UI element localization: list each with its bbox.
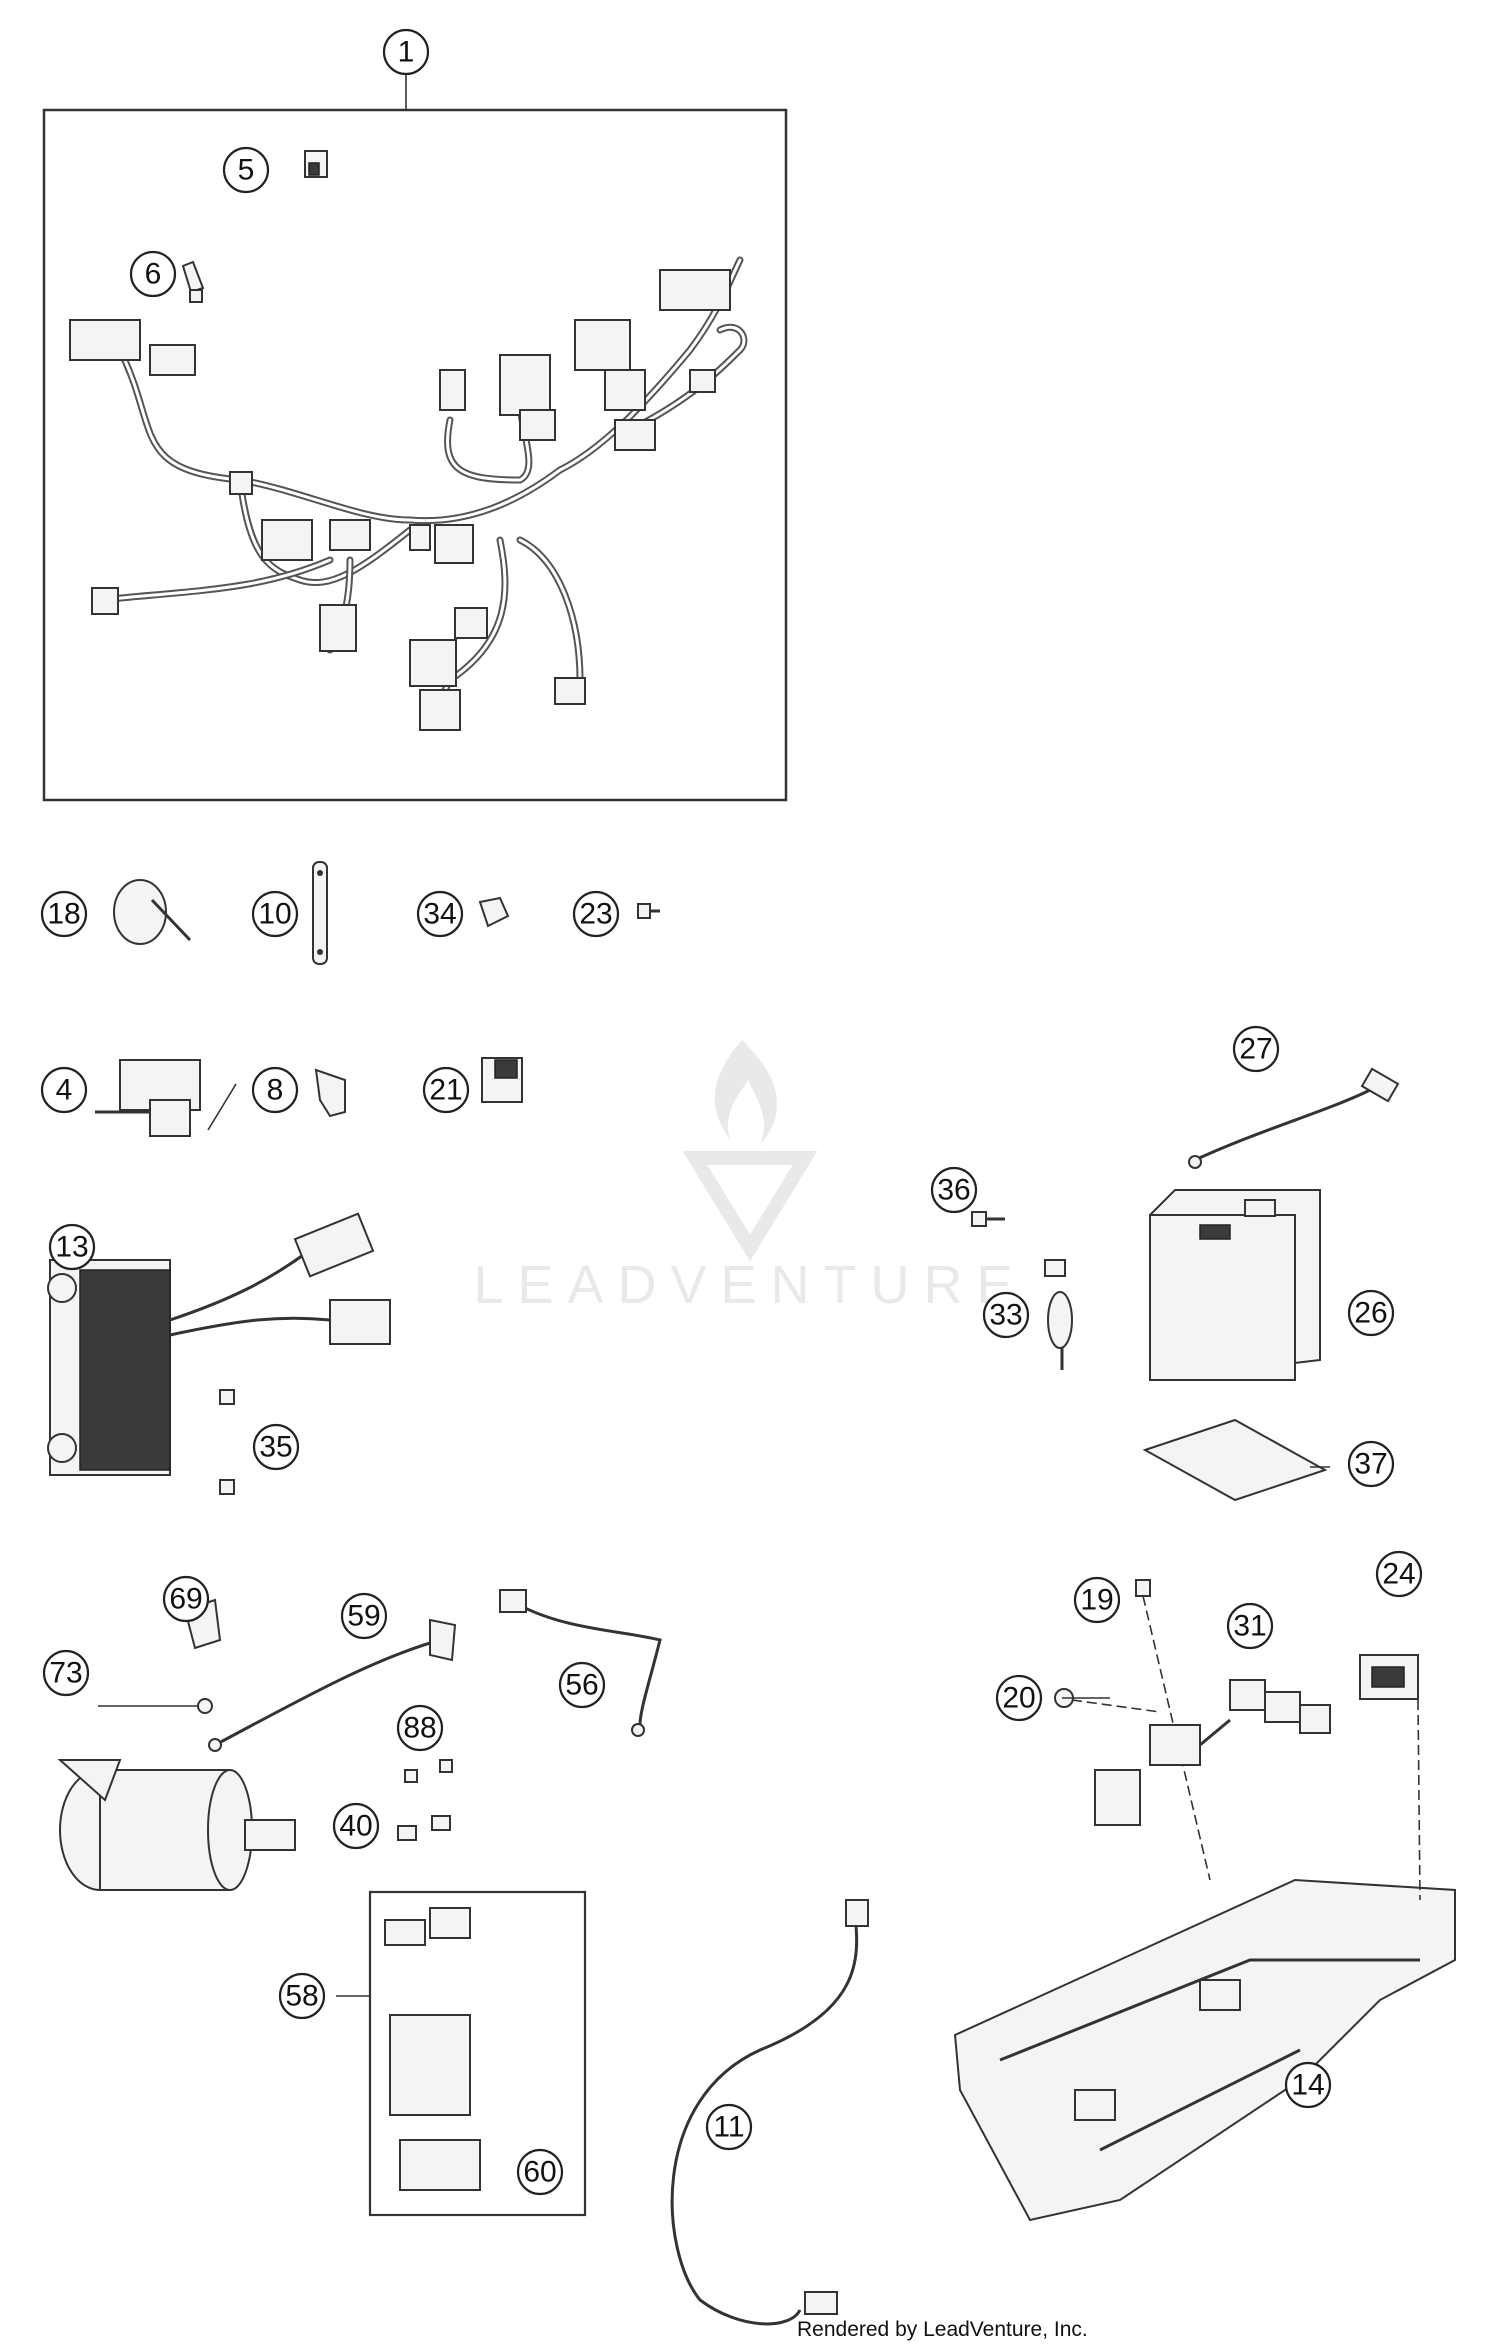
svg-text:8: 8 xyxy=(267,1074,284,1107)
battery-bolt-icon xyxy=(971,1211,1005,1227)
svg-text:13: 13 xyxy=(55,1231,88,1264)
svg-text:36: 36 xyxy=(937,1174,970,1207)
wiring-harness-drawing xyxy=(69,256,748,731)
svg-text:73: 73 xyxy=(49,1657,82,1690)
svg-text:56: 56 xyxy=(565,1669,598,1702)
screw-small-icon xyxy=(404,1759,453,1783)
svg-text:59: 59 xyxy=(347,1600,380,1633)
svg-text:26: 26 xyxy=(1354,1297,1387,1330)
svg-text:33: 33 xyxy=(989,1299,1022,1332)
battery-holder-icon xyxy=(953,1878,1456,2222)
svg-text:35: 35 xyxy=(259,1431,292,1464)
callout-88: 88 xyxy=(396,1704,444,1752)
svg-text:88: 88 xyxy=(403,1712,436,1745)
callout-40: 40 xyxy=(332,1802,380,1850)
callout-4: 4 xyxy=(40,1066,88,1114)
callout-21: 21 xyxy=(422,1066,470,1114)
watermark-logo: LEADVENTURE xyxy=(473,1040,1026,1315)
callout-23: 23 xyxy=(572,890,620,938)
callout-19: 19 xyxy=(1073,1576,1121,1624)
callout-69: 69 xyxy=(162,1575,210,1623)
svg-text:21: 21 xyxy=(429,1074,462,1107)
svg-text:69: 69 xyxy=(169,1583,202,1616)
callout-37: 37 xyxy=(1347,1440,1395,1488)
callout-33: 33 xyxy=(982,1291,1030,1339)
starter-cable-icon xyxy=(208,1618,457,1752)
callout-1: 1 xyxy=(382,28,430,76)
plug-icon xyxy=(181,260,205,303)
relay-bracket-icon xyxy=(1094,1679,1331,1826)
screw-icon xyxy=(637,903,660,919)
fuse-icon xyxy=(304,150,328,178)
callout-10: 10 xyxy=(251,890,299,938)
callout-31: 31 xyxy=(1226,1602,1274,1650)
footer-credit: Rendered by LeadVenture, Inc. xyxy=(797,2318,1088,2341)
washer-icon xyxy=(1054,1688,1161,1713)
starter-motor-icon xyxy=(57,1759,296,1891)
callout-59: 59 xyxy=(340,1592,388,1640)
svg-text:4: 4 xyxy=(56,1074,73,1107)
battery-cable-icon xyxy=(1188,1067,1400,1169)
callout-58: 58 xyxy=(278,1972,326,2020)
callout-60: 60 xyxy=(516,2148,564,2196)
svg-text:40: 40 xyxy=(339,1810,372,1843)
callout-11: 11 xyxy=(705,2103,753,2151)
svg-text:60: 60 xyxy=(523,2156,556,2189)
ground-cable-icon xyxy=(499,1589,662,1737)
svg-text:20: 20 xyxy=(1002,1682,1035,1715)
callout-26: 26 xyxy=(1347,1289,1395,1337)
svg-text:6: 6 xyxy=(145,258,162,291)
svg-text:18: 18 xyxy=(47,898,80,931)
clip-icon xyxy=(397,1815,451,1841)
screw-pair-icon xyxy=(219,1389,235,1495)
callout-6: 6 xyxy=(129,250,177,298)
svg-text:58: 58 xyxy=(285,1980,318,2013)
svg-text:37: 37 xyxy=(1354,1448,1387,1481)
connector-bracket-icon xyxy=(95,1059,201,1137)
bracket-plate-icon xyxy=(314,1068,346,1118)
callout-18: 18 xyxy=(40,890,88,938)
svg-text:31: 31 xyxy=(1233,1610,1266,1643)
bolt-icon xyxy=(1135,1579,1211,1881)
battery-icon xyxy=(1149,1189,1321,1382)
cable-tie-icon xyxy=(113,879,192,945)
svg-text:23: 23 xyxy=(579,898,612,931)
callout-34: 34 xyxy=(416,890,464,938)
holder-strap-icon xyxy=(312,861,328,965)
svg-text:10: 10 xyxy=(258,898,291,931)
callout-36: 36 xyxy=(930,1166,978,1214)
svg-text:24: 24 xyxy=(1382,1558,1415,1591)
callout-8: 8 xyxy=(251,1066,299,1114)
starter-relay-box xyxy=(368,1890,587,2217)
battery-pad-icon xyxy=(1142,1418,1328,1502)
relay-icon xyxy=(1359,1654,1421,1901)
callout-73: 73 xyxy=(42,1649,90,1697)
svg-text:1: 1 xyxy=(398,36,415,69)
svg-text:5: 5 xyxy=(238,154,255,187)
fuse-holder-icon xyxy=(1044,1259,1073,1370)
callout-20: 20 xyxy=(995,1674,1043,1722)
callout-24: 24 xyxy=(1375,1550,1423,1598)
voltage-regulator-icon xyxy=(47,1212,391,1476)
svg-text:11: 11 xyxy=(713,2111,744,2144)
nut-icon xyxy=(197,1698,213,1714)
svg-text:14: 14 xyxy=(1291,2069,1324,2102)
watermark-text: LEADVENTURE xyxy=(473,1255,1026,1315)
grommet-icon xyxy=(478,896,510,928)
callout-56: 56 xyxy=(558,1661,606,1709)
callout-5: 5 xyxy=(222,146,270,194)
callout-35: 35 xyxy=(252,1423,300,1471)
wiring-cable-icon xyxy=(670,1899,869,2326)
callout-14: 14 xyxy=(1284,2061,1332,2109)
svg-text:19: 19 xyxy=(1080,1584,1113,1617)
callout-13: 13 xyxy=(48,1223,96,1271)
svg-text:34: 34 xyxy=(423,898,456,931)
svg-text:27: 27 xyxy=(1239,1033,1272,1066)
leader-lines xyxy=(98,1083,1330,1997)
callout-27: 27 xyxy=(1232,1025,1280,1073)
wiring-harness-group xyxy=(42,74,788,802)
relay-cap-icon xyxy=(481,1057,523,1103)
